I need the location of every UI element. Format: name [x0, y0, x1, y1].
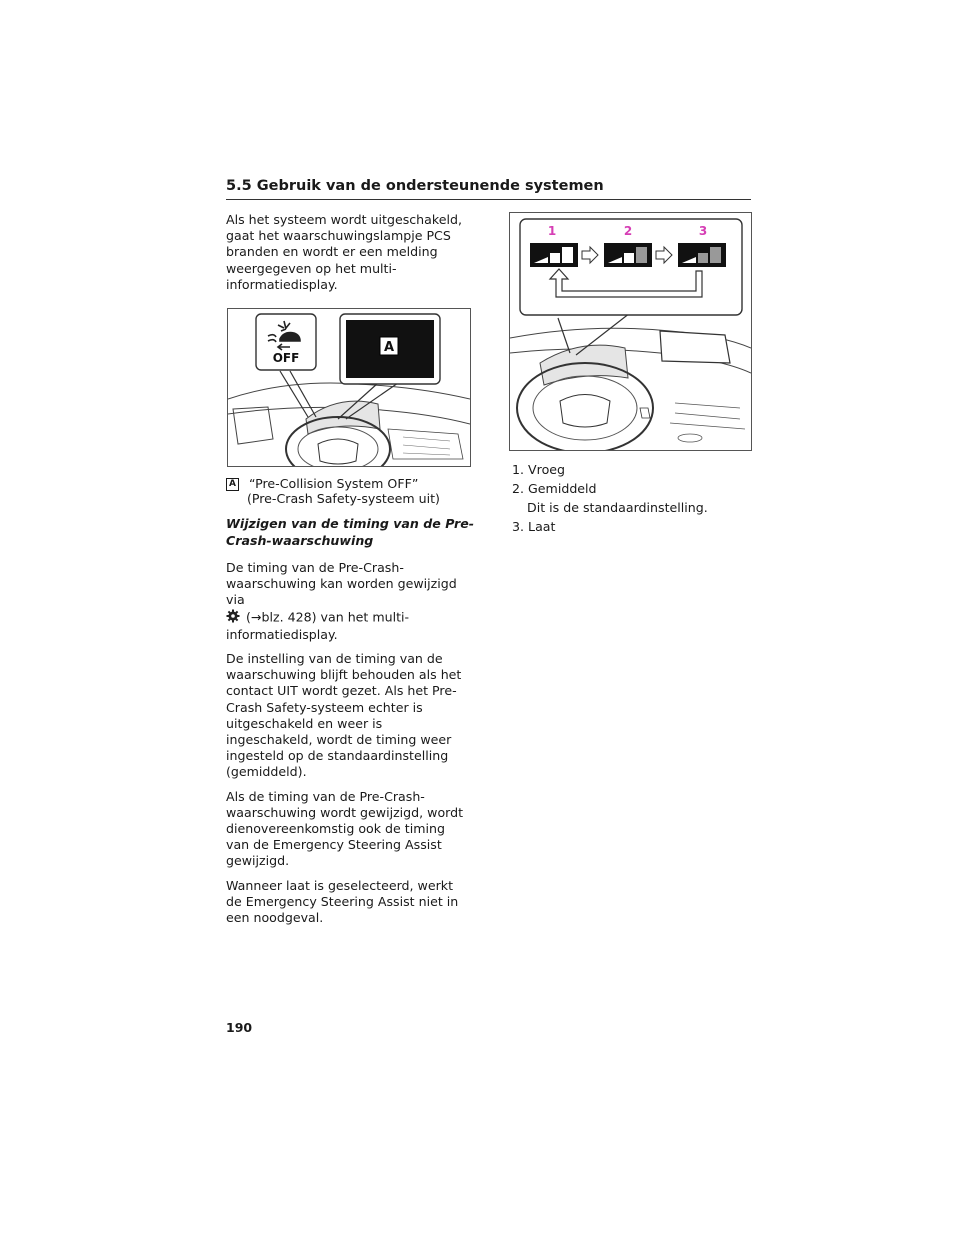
caption-line2: (Pre-Crash Safety-systeem uit): [247, 491, 440, 506]
list-item: 2. Gemiddeld: [512, 481, 597, 496]
pcs-indicator-bubble: [255, 313, 317, 371]
figure-pcs-off: OFF A: [227, 308, 471, 467]
timing-screen-late: [678, 243, 726, 267]
arrow-right-icon: [655, 245, 673, 265]
para2: De instelling van de timing van de waars…: [226, 651, 462, 780]
para4: Wanneer laat is geselecteerd, werkt de E…: [226, 877, 459, 926]
para1: De timing van de Pre-Crash-waarschuwing …: [226, 560, 457, 642]
header-rule: [226, 199, 751, 200]
caption-line1: “Pre-Collision System OFF”: [249, 476, 419, 491]
dashboard-illustration-1: OFF A: [228, 313, 470, 466]
arrow-right-icon: [581, 245, 599, 265]
timing-list: 1. Vroeg 2. Gemiddeld Dit is de standaar…: [512, 460, 752, 536]
gear-icon: [226, 609, 240, 627]
display-badge: A: [384, 340, 394, 355]
list-item: 3. Laat: [512, 519, 556, 534]
para3: Als de timing van de Pre-Crash-waarschuw…: [226, 788, 464, 869]
list-item-note: Dit is de standaardinstelling.: [527, 500, 708, 515]
step-number-2: 2: [624, 224, 632, 238]
pcs-warning-icon: [267, 320, 301, 351]
dashboard-illustration-2: 1 2 3: [510, 218, 751, 450]
step-number-3: 3: [699, 224, 707, 238]
figure-caption: A “Pre-Collision System OFF” (Pre-Crash S…: [226, 476, 476, 506]
off-label: OFF: [273, 351, 300, 365]
step-number-1: 1: [548, 224, 556, 238]
section-header: 5.5 Gebruik van de ondersteunende system…: [226, 178, 604, 194]
body-paragraphs: De timing van de Pre-Crash-waarschuwing …: [226, 560, 471, 934]
list-item: 1. Vroeg: [512, 462, 566, 477]
caption-badge: A: [226, 478, 239, 491]
timing-screen-early: [530, 243, 578, 267]
intro-paragraph: Als het systeem wordt uitgeschakeld, gaa…: [226, 212, 462, 292]
page-number: 190: [226, 1020, 253, 1035]
loop-arrow-icon: [548, 268, 703, 298]
figure-timing: 1 2 3: [509, 212, 752, 451]
subheading: Wijzigen van de timing van de Pre-Crash-…: [226, 516, 475, 548]
timing-screen-medium: [604, 243, 652, 267]
